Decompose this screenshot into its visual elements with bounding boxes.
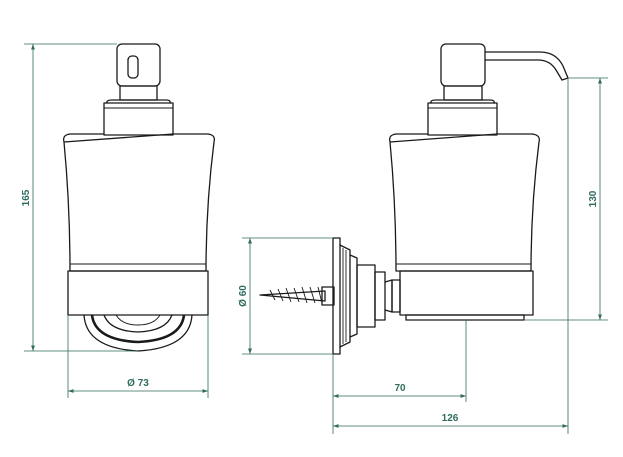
side-view (388, 43, 569, 321)
dim-label-height-wall: 130 (588, 190, 599, 207)
front-pump-head (116, 43, 161, 101)
dim-label-diameter-base: Ø 73 (127, 378, 149, 389)
dim-label-depth-total: 126 (442, 413, 459, 424)
wall-mount-view (259, 237, 401, 355)
wall-hub (356, 264, 401, 328)
wall-screw (259, 286, 335, 306)
front-collar (103, 99, 174, 136)
front-glass-body (62, 133, 216, 272)
dim-label-depth-mount: 70 (394, 383, 406, 394)
dimension-lines (24, 43, 608, 434)
side-collar (427, 99, 498, 136)
side-glass-body (388, 133, 540, 272)
side-holder-band (399, 270, 534, 321)
side-pump-head (440, 43, 569, 101)
front-holder-band (67, 270, 209, 316)
front-wall-ring (83, 314, 193, 352)
wall-plate (332, 237, 358, 355)
front-view (62, 43, 216, 352)
dim-label-diameter-mount: Ø 60 (238, 285, 249, 307)
dim-label-height-total: 165 (21, 189, 32, 206)
